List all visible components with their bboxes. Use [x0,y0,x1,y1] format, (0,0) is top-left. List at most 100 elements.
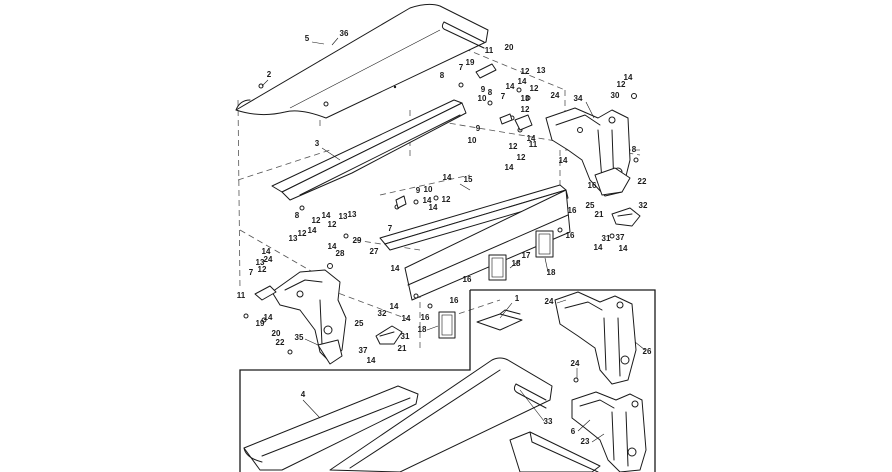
callout-32: 32 [639,201,648,210]
callout-14: 14 [619,244,628,253]
callout-16: 16 [450,296,459,305]
callout-14: 14 [367,356,376,365]
callout-8: 8 [488,88,493,97]
callout-16: 16 [421,313,430,322]
callout-14: 14 [402,314,411,323]
callout-7: 7 [388,224,393,233]
callout-24: 24 [545,297,554,306]
callout-16: 16 [568,206,577,215]
callout-28: 28 [336,249,345,258]
callout-4: 4 [301,390,306,399]
callout-14: 14 [594,243,603,252]
callout-11: 11 [529,140,538,149]
callout-14: 14 [423,196,432,205]
callout-20: 20 [505,43,514,52]
callout-11: 11 [485,46,494,55]
callout-13: 13 [537,66,546,75]
callout-21: 21 [398,344,407,353]
left-bracket [254,269,347,365]
callout-27: 27 [370,247,379,256]
callout-13: 13 [256,258,265,267]
callout-11: 11 [237,291,246,300]
callout-3: 3 [315,139,320,148]
hardware [243,63,639,355]
leader-lines [261,37,646,443]
callout-16: 16 [566,231,575,240]
callout-7: 7 [459,63,464,72]
callout-22: 22 [276,338,285,347]
callout-29: 29 [353,236,362,245]
callout-12: 12 [521,105,530,114]
callout-9: 9 [476,124,481,133]
callout-25: 25 [586,201,595,210]
callout-14: 14 [308,226,317,235]
callout-13: 13 [339,212,348,221]
callout-14: 14 [506,82,515,91]
callout-22: 22 [638,177,647,186]
callout-24: 24 [571,359,580,368]
callout-16: 16 [463,275,472,284]
inset-cover-33 [329,357,553,472]
callout-14: 14 [391,264,400,273]
callout-25: 25 [355,319,364,328]
callout-14: 14 [518,77,527,86]
inset-part-6 [509,431,601,472]
callout-19: 19 [466,58,475,67]
callout-12: 12 [530,84,539,93]
callout-10: 10 [468,136,477,145]
callout-24: 24 [264,255,273,264]
callout-14: 14 [264,313,273,322]
callout-12: 12 [517,153,526,162]
callout-26: 26 [643,347,652,356]
callout-8: 8 [440,71,445,80]
callout-21: 21 [595,210,604,219]
callout-10: 10 [424,185,433,194]
callout-2: 2 [267,70,272,79]
callout-15: 15 [464,175,473,184]
callout-14: 14 [443,173,452,182]
callout-34: 34 [574,94,583,103]
callout-31: 31 [401,332,410,341]
inset-bracket-26 [554,291,637,385]
callout-18: 18 [547,268,556,277]
callout-23: 23 [581,437,590,446]
callout-14: 14 [559,156,568,165]
inset-cover-4 [243,385,419,471]
inset-box [239,289,656,472]
callout-32: 32 [378,309,387,318]
callout-6: 6 [571,427,576,436]
plate-3 [271,99,467,201]
callout-14: 14 [429,203,438,212]
callout-30: 30 [611,91,620,100]
callout-14: 14 [328,242,337,251]
callout-12: 12 [442,195,451,204]
callout-14: 14 [390,302,399,311]
inset-bracket-23 [571,377,647,472]
top-cover [235,3,489,119]
callout-9: 9 [416,186,421,195]
callout-12: 12 [509,142,518,151]
callout-12: 12 [328,220,337,229]
callout-7: 7 [249,268,254,277]
callout-14: 14 [527,134,536,143]
callout-37: 37 [359,346,368,355]
right-bracket [545,107,631,197]
back-panel [404,189,571,301]
callout-14: 14 [624,73,633,82]
callout-12: 12 [298,229,307,238]
callout-19: 19 [256,319,265,328]
callout-33: 33 [544,417,553,426]
callout-8: 8 [295,211,300,220]
right-clamp [611,207,641,227]
callout-18: 18 [418,325,427,334]
callout-7: 7 [501,92,506,101]
callout-10: 10 [478,94,487,103]
callout-16: 16 [588,181,597,190]
callout-13: 13 [348,210,357,219]
callout-12: 12 [521,67,530,76]
callout-8: 8 [632,145,637,154]
callout-17: 17 [522,251,531,260]
callout-12: 12 [312,216,321,225]
